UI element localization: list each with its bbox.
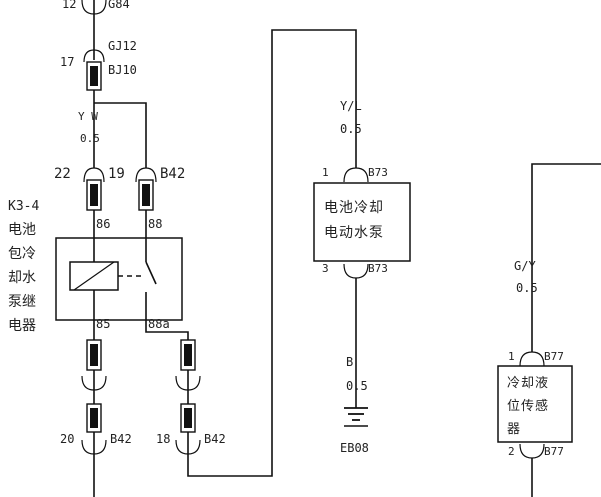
sensor-box [497,365,573,443]
wire-yw-color: Y W [78,110,98,123]
connector-17-pin [90,66,98,86]
connector-b42-top-label: B42 [160,166,185,182]
conn-left-upper-pin [90,344,98,366]
sensor-label-line3: 器 [507,422,520,437]
conn-right-lower-pin-label: 18 [156,432,170,446]
conn-left-lower-pin-label: 20 [60,432,74,446]
conn-left-lower-pin [90,408,98,428]
pump-top-cup [343,167,369,183]
sensor-bottom-cup [519,443,545,459]
pump-code-top: B73 [368,166,388,179]
conn-right-upper-pin [184,344,192,366]
connector-12-code: G84 [108,0,130,11]
relay-pin-86: 86 [96,217,110,231]
wire-yw-branch [94,102,147,168]
relay-name-line5: 电器 [8,318,36,334]
sensor-code-bot: B77 [544,445,564,458]
wire-yw-gauge: 0.5 [80,132,100,145]
wire-to-pump [187,29,357,477]
ground-code: EB08 [340,441,369,455]
sensor-top-cup [519,351,545,367]
pump-pin-top: 1 [322,166,329,179]
connector-22-cup [83,167,105,183]
sensor-pin-top: 1 [508,350,515,363]
pump-wire-gauge: 0.5 [340,122,362,136]
relay-pin-88a: 88a [148,317,170,331]
sensor-label-line1: 冷却液 [507,376,549,391]
sensor-code-top: B77 [544,350,564,363]
ground-wire-color: B [346,355,353,369]
relay-coil-diagonal [73,261,115,291]
relay-name-line3: 却水 [8,270,36,286]
connector-17-pin-label: 17 [60,55,74,69]
sensor-label-line2: 位传感 [507,398,549,414]
relay-name-line1: 电池 [8,222,36,238]
relay-name-line4: 泵继 [8,294,36,310]
connector-12-pin: 12 [62,0,76,11]
relay-name-line2: 包冷 [8,246,36,262]
pump-bottom-cup [343,263,369,279]
conn-right-lower-pin [184,408,192,428]
connector-19-label: 19 [108,166,125,182]
relay-switch-blade [145,261,157,285]
connector-12-cup [81,0,107,15]
sensor-pin-bot: 2 [508,445,515,458]
connector-b42-top-pin [142,184,150,206]
pump-code-bot: B73 [368,262,388,275]
pump-pin-bot: 3 [322,262,329,275]
ground-icon [344,407,368,427]
sensor-wire-gauge: 0.5 [516,281,538,295]
connector-b42-top-cup [135,167,157,183]
connector-17-cup [83,49,105,63]
relay-pin-85: 85 [96,317,110,331]
pump-label-line1: 电池冷却 [324,200,384,216]
connector-22-pin [90,184,98,206]
relay-name-code: K3-4 [8,199,39,214]
pump-wire-color: Y/L [340,99,362,113]
wire-to-sensor [531,163,601,352]
conn-left-lower-code: B42 [110,432,132,446]
connector-17-code-top: GJ12 [108,39,137,53]
sensor-wire-color: G/Y [514,259,536,273]
ground-wire-gauge: 0.5 [346,379,368,393]
relay-pin-88: 88 [148,217,162,231]
pump-box [313,182,411,262]
connector-17-code-bot: BJ10 [108,63,137,77]
pump-label-line2: 电动水泵 [324,225,384,241]
conn-right-lower-code: B42 [204,432,226,446]
wire-88a [145,320,189,340]
connector-22-label: 22 [54,166,71,182]
